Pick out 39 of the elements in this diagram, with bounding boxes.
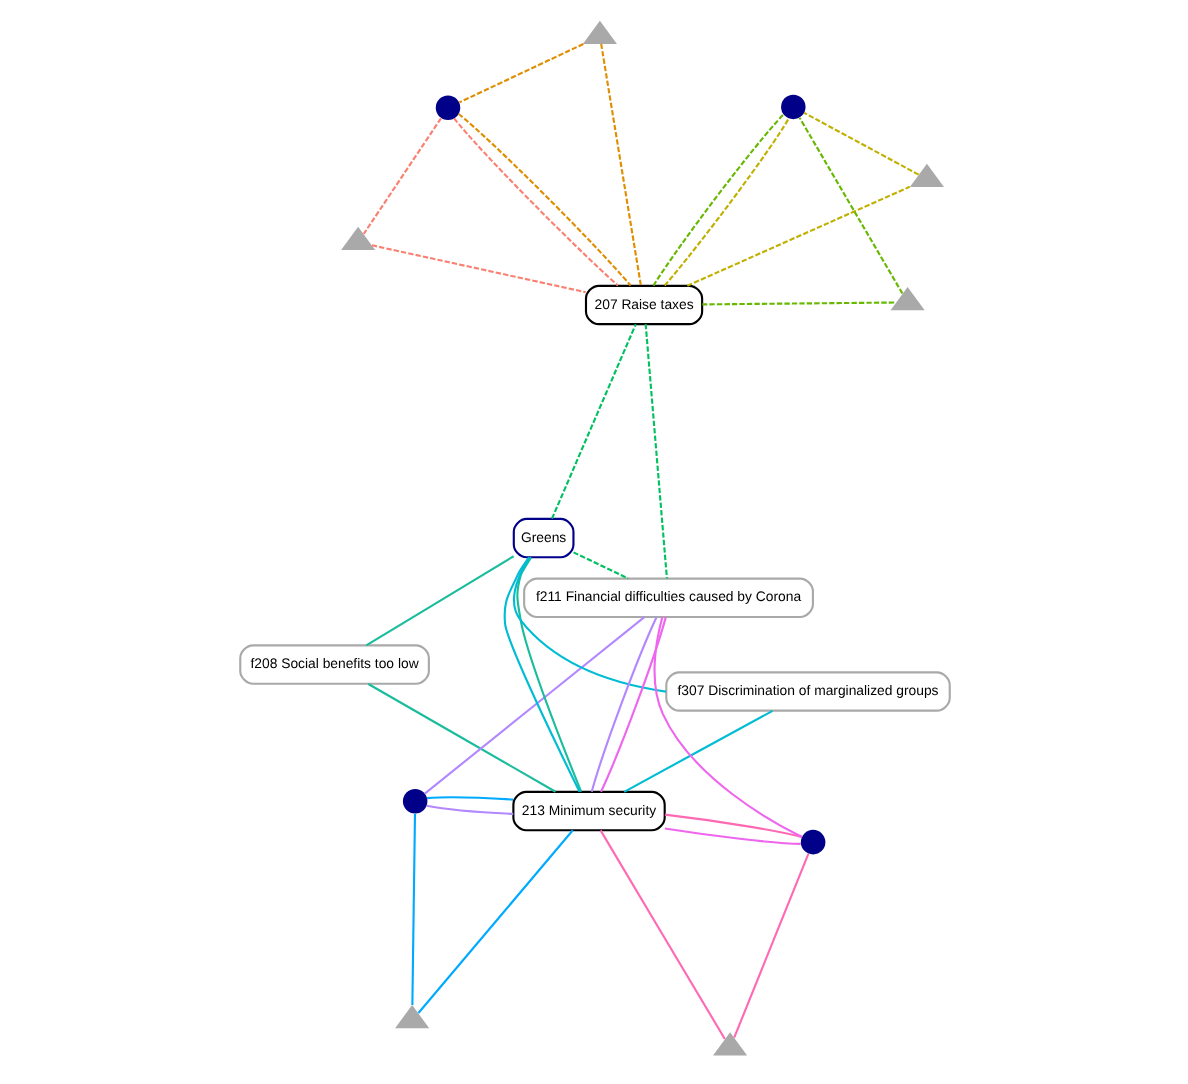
node-triangle bbox=[394, 1005, 429, 1029]
node-circle bbox=[434, 95, 460, 120]
connector bbox=[685, 185, 910, 287]
connector bbox=[663, 827, 800, 845]
node-triangle bbox=[581, 20, 616, 44]
connector bbox=[802, 111, 919, 176]
connector bbox=[572, 551, 628, 580]
node-circle bbox=[780, 94, 805, 120]
connector bbox=[457, 43, 583, 104]
connector bbox=[502, 556, 580, 793]
connector bbox=[797, 117, 903, 295]
connector bbox=[366, 683, 556, 793]
connector bbox=[599, 616, 666, 793]
connector bbox=[732, 853, 809, 1038]
connector bbox=[598, 829, 725, 1040]
connector bbox=[663, 813, 802, 839]
node-triangle bbox=[340, 226, 375, 250]
connector bbox=[589, 616, 657, 793]
node-circle bbox=[799, 829, 825, 855]
connector bbox=[515, 556, 582, 792]
connector bbox=[550, 323, 636, 520]
connector bbox=[416, 829, 573, 1014]
connector bbox=[622, 709, 773, 793]
connector bbox=[701, 301, 895, 306]
connector bbox=[643, 324, 667, 579]
connector bbox=[426, 796, 513, 801]
connector bbox=[512, 557, 666, 693]
connector bbox=[410, 813, 416, 1006]
connector bbox=[425, 804, 513, 815]
connector bbox=[423, 616, 645, 795]
node-triangle bbox=[908, 163, 943, 187]
connector bbox=[652, 617, 802, 838]
connector bbox=[370, 244, 585, 294]
connector bbox=[364, 555, 514, 647]
connector bbox=[361, 117, 441, 235]
node-circle bbox=[401, 789, 427, 814]
connector bbox=[599, 43, 641, 286]
node-triangle bbox=[712, 1032, 747, 1056]
node-triangle bbox=[889, 286, 924, 311]
